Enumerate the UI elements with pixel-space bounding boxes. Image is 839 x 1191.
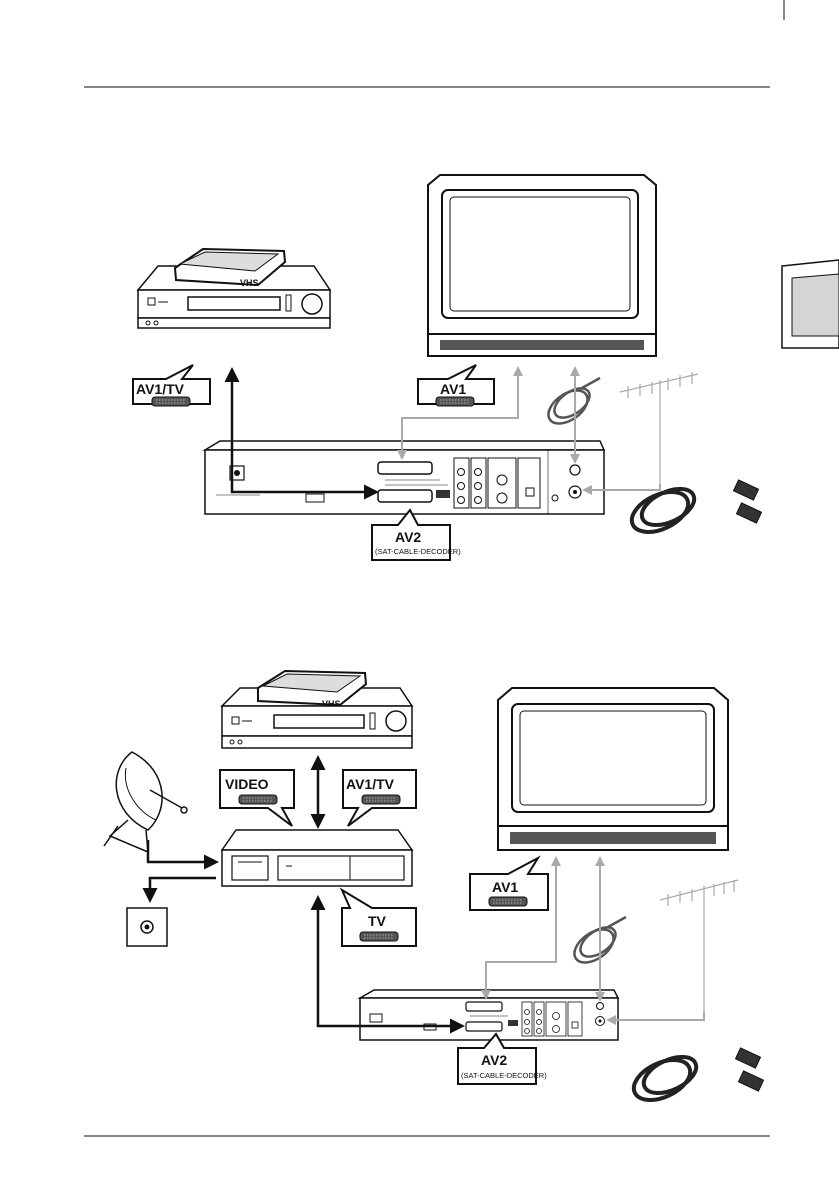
vcr-device-2: VHS bbox=[222, 671, 412, 748]
tv-scart-label: AV1 bbox=[440, 381, 466, 397]
vcr-scart-label: AV1/TV bbox=[136, 381, 185, 397]
scart-cable-icon bbox=[626, 480, 762, 540]
scart-socket-av1 bbox=[378, 462, 432, 474]
vcr-scart-callout: AV1/TV bbox=[133, 365, 210, 406]
tv-device bbox=[428, 175, 656, 356]
tv-scart-callout-2: AV1 bbox=[470, 858, 548, 910]
recorder-av2-label: AV2 bbox=[395, 529, 421, 545]
receiver-video-label: VIDEO bbox=[225, 776, 269, 792]
satellite-receiver-device bbox=[222, 830, 412, 886]
vcr-device: VHS bbox=[138, 249, 330, 328]
recorder-av2-sublabel: (SAT-CABLE-DECODER) bbox=[375, 547, 461, 556]
vcr-scart-callout-2: AV1/TV bbox=[343, 770, 416, 826]
antenna-icon bbox=[620, 372, 698, 484]
scart-socket-av2 bbox=[378, 490, 432, 502]
tv-scart-callout: AV1 bbox=[418, 365, 494, 406]
side-tab bbox=[782, 260, 839, 348]
tv-device-2 bbox=[498, 688, 728, 850]
vhs-label: VHS bbox=[240, 278, 259, 288]
recorder-av2-callout: AV2 (SAT-CABLE-DECODER) bbox=[372, 510, 461, 560]
wall-outlet-icon bbox=[127, 908, 167, 946]
antenna-to-recorder-2 bbox=[608, 1012, 704, 1020]
recorder-rear-panel bbox=[205, 441, 604, 514]
receiver-to-outlet bbox=[150, 878, 216, 900]
rf-cable-icon bbox=[543, 378, 600, 430]
recorder-rear-panel-2 bbox=[360, 990, 618, 1040]
recorder-av2-label-2: AV2 bbox=[481, 1052, 507, 1068]
scart-socket-av2-2 bbox=[466, 1022, 502, 1031]
receiver-tv-label: TV bbox=[368, 913, 387, 929]
satellite-dish-icon bbox=[104, 752, 187, 852]
vcr-scart-label-2: AV1/TV bbox=[346, 776, 395, 792]
scart-cable-icon-2 bbox=[628, 1048, 764, 1108]
recorder-av2-sublabel-2: (SAT-CABLE-DECODER) bbox=[461, 1071, 547, 1080]
receiver-tv-callout: TV bbox=[342, 890, 416, 946]
diagram-1: VHS AV1/TV AV1 bbox=[133, 175, 762, 560]
diagram-2: VHS VIDEO AV1/TV bbox=[104, 671, 764, 1108]
scart-socket-av1-2 bbox=[466, 1002, 502, 1011]
rf-cable-icon-2 bbox=[569, 917, 626, 969]
dish-to-receiver bbox=[148, 840, 216, 862]
antenna-icon-2 bbox=[660, 880, 738, 1012]
receiver-video-callout: VIDEO bbox=[220, 770, 294, 826]
tv-scart-label-2: AV1 bbox=[492, 879, 518, 895]
recorder-av2-callout-2: AV2 (SAT-CABLE-DECODER) bbox=[458, 1034, 547, 1084]
